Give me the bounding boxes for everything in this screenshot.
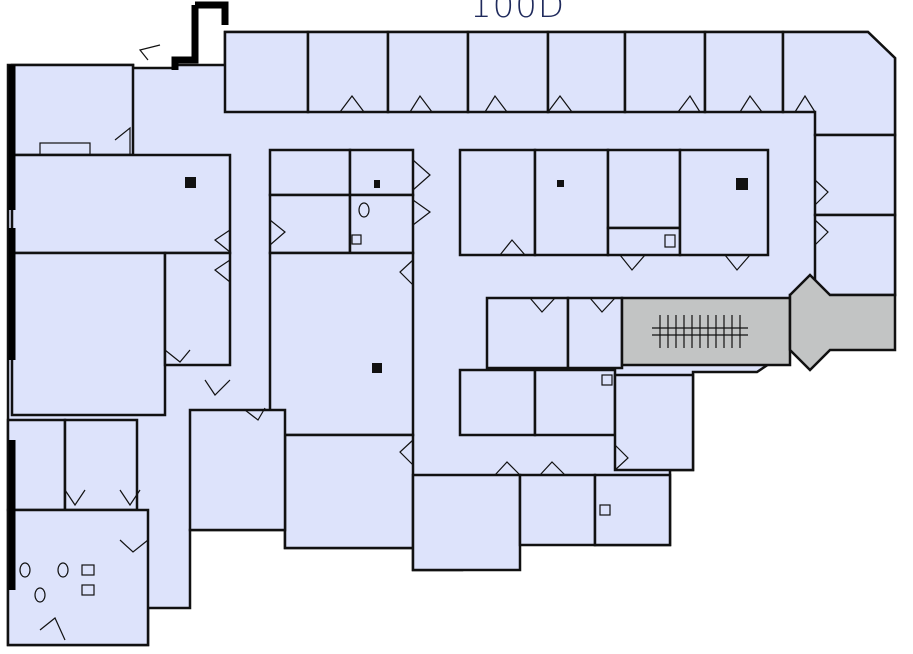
office — [703, 30, 785, 114]
office — [533, 368, 617, 437]
door-swing — [619, 254, 646, 271]
sink-icon — [664, 234, 676, 248]
door-swing — [244, 407, 266, 421]
exterior-wall — [8, 1, 229, 590]
room — [613, 373, 695, 472]
office — [546, 30, 627, 114]
entry-vestibule — [788, 273, 897, 372]
office — [566, 296, 624, 370]
office — [813, 133, 897, 217]
door-swing — [269, 219, 286, 246]
conference-room — [10, 153, 232, 255]
restroom — [606, 226, 682, 257]
door-swing — [614, 444, 629, 471]
sink-icon — [81, 584, 95, 596]
toilet-icon — [57, 562, 69, 578]
door-swing — [213, 259, 231, 283]
office — [386, 30, 470, 114]
door-swing — [739, 94, 763, 113]
door-swing — [119, 489, 141, 507]
door-swing — [547, 95, 573, 113]
counter — [39, 142, 91, 156]
door-swing — [138, 44, 161, 61]
door-swing — [724, 254, 751, 271]
door-swing — [412, 199, 432, 226]
door-swing — [119, 539, 149, 553]
column — [736, 178, 748, 190]
office — [533, 148, 610, 257]
office — [518, 473, 597, 547]
office — [268, 193, 352, 255]
stairwell — [620, 296, 792, 367]
sink-icon — [81, 564, 95, 576]
door-swing — [494, 461, 521, 476]
suite-label: 100D — [470, 0, 566, 26]
door-swing — [204, 379, 231, 396]
column — [185, 177, 196, 188]
door-swing — [39, 617, 66, 641]
sink-icon — [601, 374, 613, 386]
room — [63, 418, 139, 512]
office — [10, 63, 135, 157]
plumbing-fixtures — [19, 142, 676, 603]
door-swing — [339, 95, 365, 113]
room — [188, 408, 287, 532]
office — [458, 148, 537, 257]
door-swing — [399, 259, 414, 286]
room — [411, 473, 522, 572]
office — [813, 213, 897, 297]
door-swing — [64, 489, 86, 507]
stair-treads — [652, 315, 748, 348]
office — [163, 251, 232, 367]
door-swing — [409, 94, 433, 113]
restrooms — [6, 508, 150, 647]
office — [223, 30, 310, 114]
doors — [39, 44, 829, 641]
door-swing — [677, 94, 701, 113]
office — [606, 148, 682, 230]
office — [466, 30, 550, 114]
door-swing — [164, 349, 191, 363]
door-swing — [499, 239, 526, 256]
column — [372, 363, 382, 373]
office — [485, 296, 570, 370]
door-swing — [213, 229, 231, 253]
door-swing — [539, 461, 566, 476]
sink-icon — [599, 504, 611, 516]
door-swing — [589, 297, 616, 313]
office — [678, 148, 770, 257]
toilet-icon — [34, 587, 46, 603]
room — [6, 418, 67, 512]
toilet-icon — [19, 562, 31, 578]
room — [283, 433, 415, 550]
office — [593, 473, 672, 547]
office — [268, 148, 352, 197]
door-swing — [814, 179, 829, 206]
toilet-icon — [358, 202, 370, 218]
sink-icon — [351, 234, 362, 245]
door-swing — [794, 94, 816, 113]
column — [557, 180, 564, 187]
restroom — [348, 148, 415, 197]
door-swing — [529, 297, 556, 313]
door-swing — [399, 439, 414, 466]
door-swing — [814, 219, 829, 246]
column — [374, 180, 380, 188]
open-area — [10, 251, 167, 417]
door-swing — [114, 126, 131, 155]
door-swing — [484, 94, 508, 113]
large-room — [268, 251, 415, 437]
office — [458, 368, 537, 437]
office — [306, 30, 390, 114]
door-swing — [412, 159, 431, 191]
